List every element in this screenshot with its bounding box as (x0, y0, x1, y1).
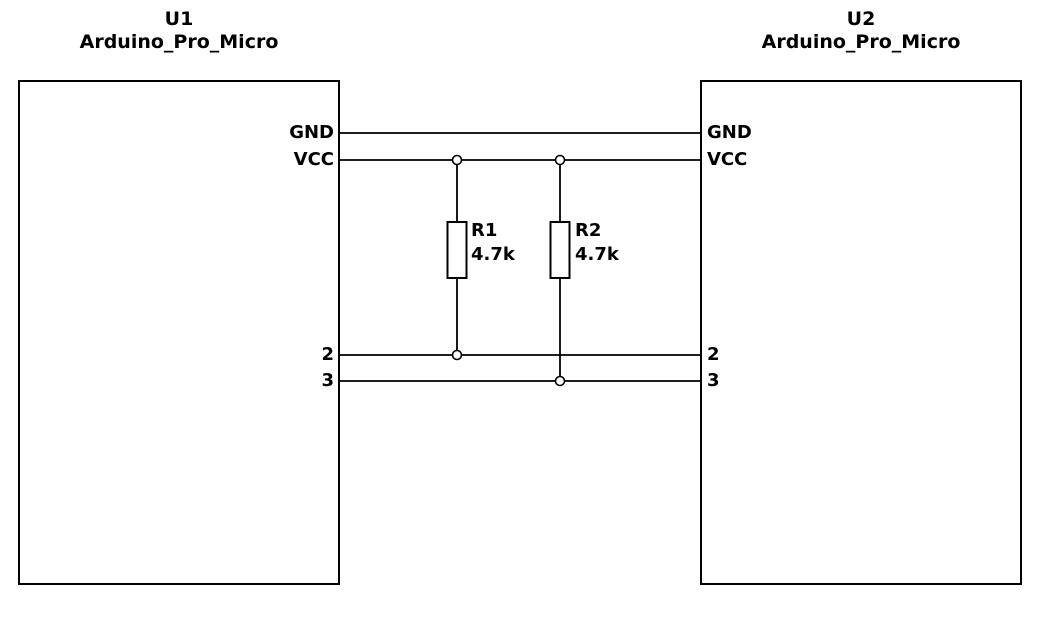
resistor-r2-value: 4.7k (575, 244, 619, 265)
junction-r2-vcc (554, 154, 566, 166)
resistor-r1-ref: R1 (471, 220, 498, 241)
junction-r2-pin3 (554, 375, 566, 387)
u2-pin-gnd-label: GND (707, 122, 752, 143)
u2-pin-3-label: 3 (707, 370, 720, 391)
component-u1-title: U1 Arduino_Pro_Micro (0, 8, 379, 54)
junction-r1-vcc (451, 154, 463, 166)
u2-pin-vcc-label: VCC (707, 149, 748, 170)
u1-pin-2-label: 2 (321, 344, 334, 365)
u2-pin-2-label: 2 (707, 344, 720, 365)
component-u2[interactable] (700, 80, 1022, 585)
component-u2-title: U2 Arduino_Pro_Micro (661, 8, 1041, 54)
component-u1-value: Arduino_Pro_Micro (79, 31, 279, 53)
component-u2-ref: U2 (846, 8, 876, 30)
u1-pin-3-label: 3 (321, 370, 334, 391)
component-u1-ref: U1 (164, 8, 194, 30)
u1-pin-gnd-label: GND (289, 122, 334, 143)
resistor-r2-label: R2 4.7k (575, 219, 619, 267)
component-u2-value: Arduino_Pro_Micro (761, 31, 961, 53)
resistor-r1-value: 4.7k (471, 244, 515, 265)
component-u1[interactable] (18, 80, 340, 585)
resistor-r2-ref: R2 (575, 220, 602, 241)
resistor-r1-label: R1 4.7k (471, 219, 515, 267)
junction-r1-pin2 (451, 349, 463, 361)
u1-pin-vcc-label: VCC (293, 149, 334, 170)
resistor-r1-body[interactable] (446, 221, 468, 279)
resistor-r2-body[interactable] (549, 221, 571, 279)
